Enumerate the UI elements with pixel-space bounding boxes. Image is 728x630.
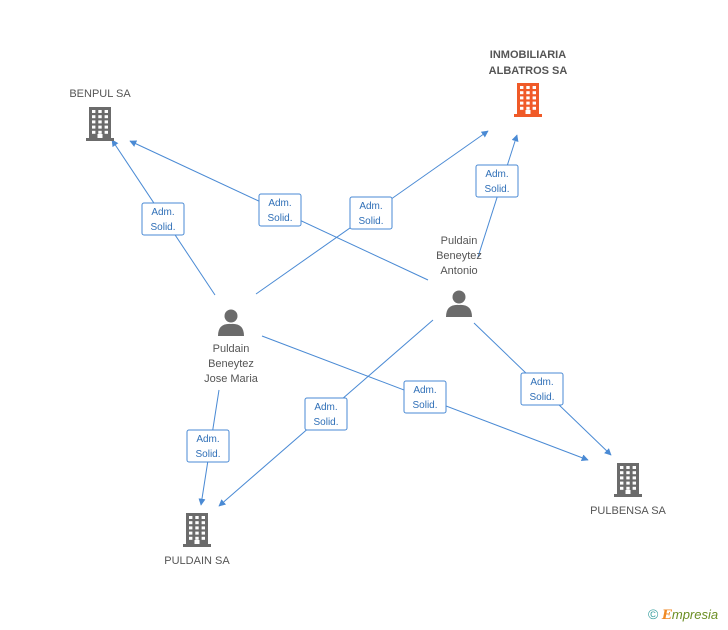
relation-label-box[interactable] bbox=[258, 193, 302, 227]
brand-name: mpresia bbox=[671, 607, 719, 622]
building-icon bbox=[86, 107, 114, 141]
relation-label-text: Adm. bbox=[413, 385, 436, 396]
relation-label-text: Adm. bbox=[268, 198, 291, 209]
nodes-layer: BENPUL SA INMOBILIARIA ALBATROS SA PULDAIN … bbox=[69, 49, 666, 567]
relation-label-box[interactable] bbox=[403, 380, 447, 414]
person-name[interactable]: Beneytez bbox=[208, 358, 254, 370]
company-node-benpul[interactable]: BENPUL SA bbox=[69, 88, 131, 141]
relation-antonio-to-benpul[interactable]: Adm. Solid. bbox=[129, 140, 429, 281]
relation-label-text: Adm. bbox=[196, 434, 219, 445]
company-node-albatros[interactable]: INMOBILIARIA ALBATROS SA bbox=[489, 49, 568, 117]
relation-label-box[interactable] bbox=[349, 196, 393, 230]
building-icon bbox=[514, 83, 542, 117]
relation-antonio-to-puldain[interactable]: Adm. Solid. bbox=[218, 319, 434, 507]
company-node-pulbensa[interactable]: PULBENSA SA bbox=[590, 463, 667, 517]
relation-josemaria-to-albatros[interactable]: Adm. Solid. bbox=[255, 130, 489, 295]
relation-antonio-to-albatros[interactable]: Adm. Solid. bbox=[475, 134, 519, 258]
relation-label-box[interactable] bbox=[141, 202, 185, 236]
person-icon bbox=[218, 309, 244, 336]
relation-label-text: Solid. bbox=[412, 400, 437, 411]
relation-label-text: Adm. bbox=[485, 169, 508, 180]
empresia-logo[interactable]: © Empresia bbox=[648, 606, 718, 623]
relation-label-text: Solid. bbox=[195, 449, 220, 460]
relation-label-text: Solid. bbox=[529, 392, 554, 403]
relation-label-box[interactable] bbox=[304, 397, 348, 431]
relation-josemaria-to-puldain[interactable]: Adm. Solid. bbox=[186, 389, 230, 506]
relation-label-text: Solid. bbox=[358, 216, 383, 227]
relation-label-text: Adm. bbox=[314, 402, 337, 413]
relation-label-text: Adm. bbox=[530, 377, 553, 388]
copyright-symbol: © bbox=[648, 606, 659, 622]
relation-josemaria-to-pulbensa[interactable]: Adm. Solid. bbox=[261, 335, 589, 462]
company-name[interactable]: PULBENSA SA bbox=[590, 505, 666, 517]
company-node-puldain[interactable]: PULDAIN SA bbox=[164, 513, 230, 567]
relation-label-text: Solid. bbox=[267, 213, 292, 224]
person-name[interactable]: Jose Maria bbox=[204, 373, 259, 385]
relation-label-text: Adm. bbox=[359, 201, 382, 212]
relation-label-box[interactable] bbox=[520, 372, 564, 406]
building-icon bbox=[614, 463, 642, 497]
person-name[interactable]: Beneytez bbox=[436, 250, 482, 262]
relation-label-text: Solid. bbox=[313, 417, 338, 428]
person-name[interactable]: Antonio bbox=[440, 265, 477, 277]
relation-label-box[interactable] bbox=[475, 164, 519, 198]
edges-layer: Adm. Solid. Adm. Solid. Adm. Solid. Adm. Solid.… bbox=[111, 130, 612, 507]
person-name[interactable]: Puldain bbox=[213, 343, 250, 355]
person-icon bbox=[446, 290, 472, 317]
company-name[interactable]: INMOBILIARIA bbox=[490, 49, 566, 61]
company-name[interactable]: PULDAIN SA bbox=[164, 555, 230, 567]
person-name[interactable]: Puldain bbox=[441, 235, 478, 247]
relation-label-text: Solid. bbox=[484, 184, 509, 195]
relation-label-box[interactable] bbox=[186, 429, 230, 463]
brand-initial: E bbox=[661, 608, 672, 623]
relation-josemaria-to-benpul[interactable]: Adm. Solid. bbox=[111, 139, 216, 296]
company-name[interactable]: ALBATROS SA bbox=[489, 65, 568, 77]
building-icon bbox=[183, 513, 211, 547]
relation-antonio-to-pulbensa[interactable]: Adm. Solid. bbox=[473, 322, 612, 456]
company-name[interactable]: BENPUL SA bbox=[69, 88, 131, 100]
relation-label-text: Solid. bbox=[150, 222, 175, 233]
relation-label-text: Adm. bbox=[151, 207, 174, 218]
